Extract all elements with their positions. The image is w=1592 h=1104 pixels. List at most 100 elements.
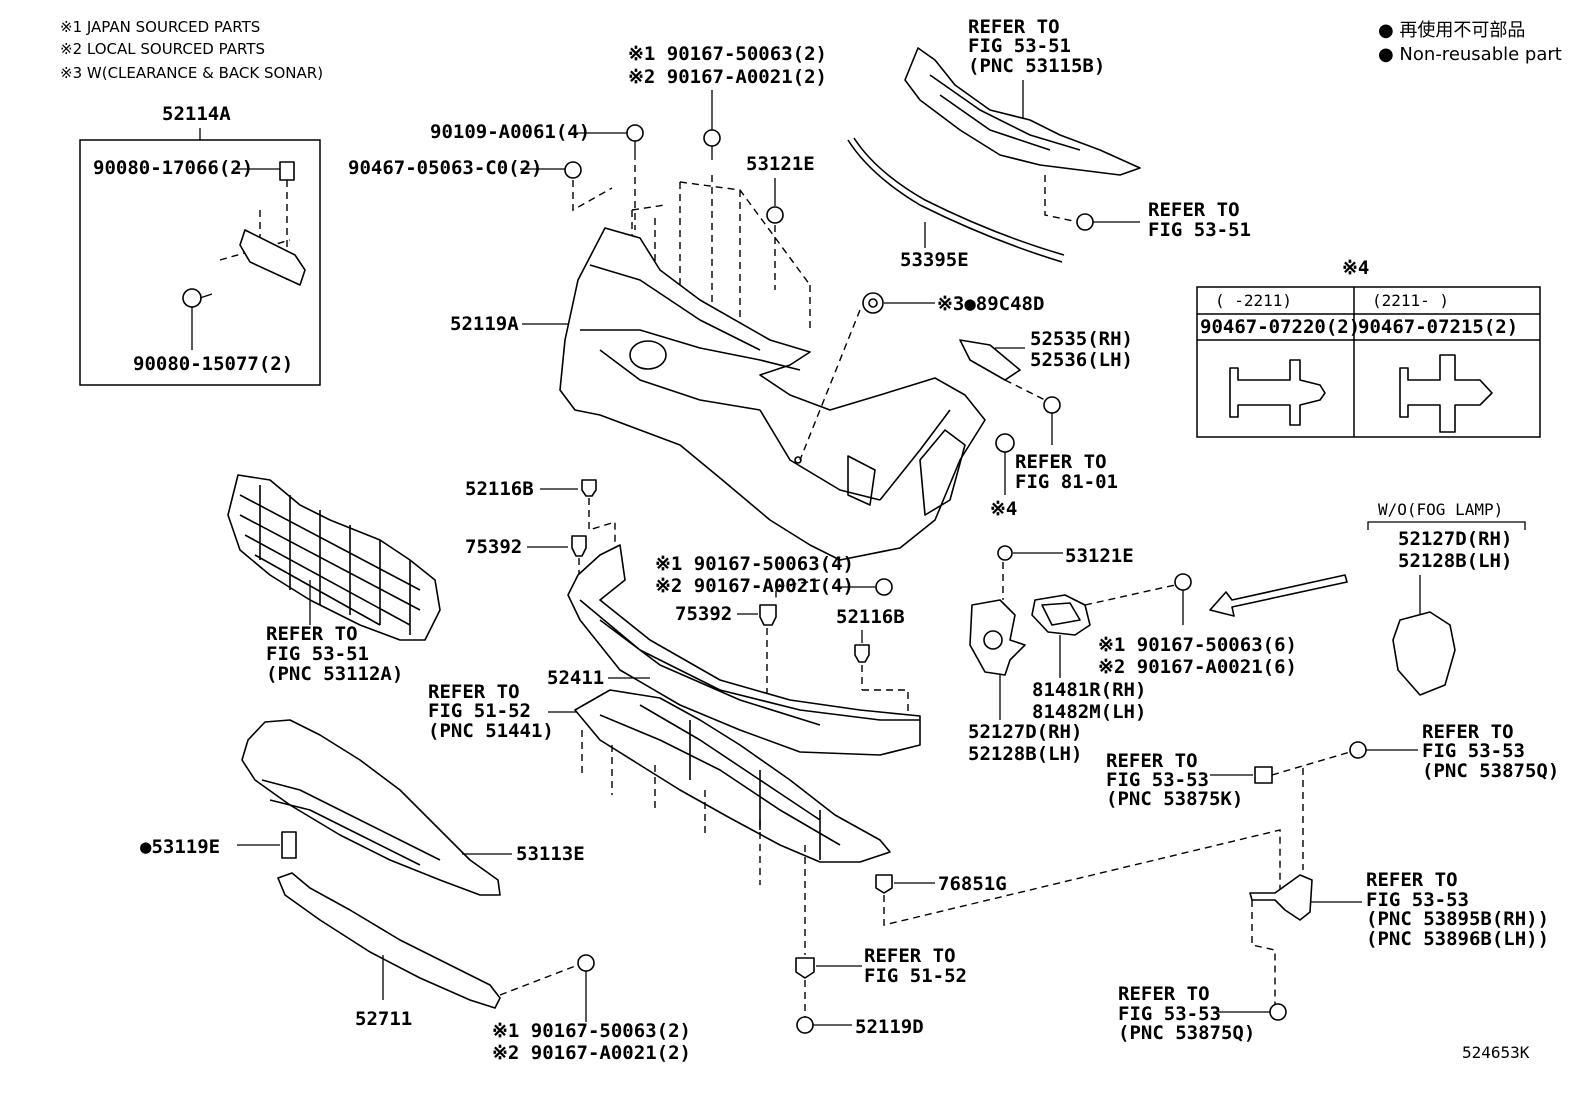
ref-grille-a: REFER TO [266,623,358,645]
ref-5351-a: REFER TO [968,16,1060,38]
ref-5353k-c: (PNC 53875K) [1106,788,1243,810]
label-75392-a: 75392 [465,536,522,558]
clip-part [279,161,295,181]
label-76851G: 76851G [938,873,1007,895]
inset-title: 52114A [162,103,231,125]
clip-table [1196,286,1541,438]
bracket-53895B [1249,874,1313,921]
label-75392-b: 75392 [675,603,732,625]
ref-5351b-a: REFER TO [1148,199,1240,221]
label-right-2: ※2 90167-A0021(6) [1098,656,1297,678]
note-japan: ※1 JAPAN SOURCED PARTS [60,18,260,36]
label-bot-2: ※2 90167-A0021(2) [492,1042,691,1064]
inset-box [79,139,321,386]
table-col1-part: 90467-07220(2) [1200,316,1360,338]
fog-cover [1392,611,1456,696]
ref-5353q2-b: FIG 53-53 [1118,1003,1221,1025]
label-81482M: 81482M(LH) [1032,701,1146,723]
ref-5353q-c: (PNC 53875Q) [1422,760,1559,782]
inset-bolt-label: 90080-15077(2) [133,353,293,375]
ref-grille-b: FIG 53-51 [266,643,369,665]
diagram-code: 524653K [1462,1043,1530,1062]
ref-5351-b: FIG 53-51 [968,35,1071,57]
ref-5353q2-c: (PNC 53875Q) [1118,1022,1255,1044]
label-90109: 90109-A0061(4) [430,121,590,143]
ref-5152b-b: FIG 51-52 [864,965,967,987]
legend-jp: ● 再使用不可部品 [1378,20,1525,41]
label-wo-fog: W/O(FOG LAMP) [1378,500,1503,519]
label-top-1: ※1 90167-50063(2) [628,43,827,65]
note-sonar: ※3 W(CLEARANCE & BACK SONAR) [60,64,323,82]
ref-5353k-b: FIG 53-53 [1106,769,1209,791]
ref-5353q2-a: REFER TO [1118,983,1210,1005]
label-53119E: ●53119E [140,836,220,858]
molding-53395E [847,139,1063,263]
table-col2-part: 90467-07215(2) [1358,316,1518,338]
table-col2-head: (2211- ) [1372,291,1449,310]
lower-grille-53113E [241,719,501,896]
label-top-2: ※2 90167-A0021(2) [628,66,827,88]
bracket-52535 [959,339,1021,381]
lamp-bracket-52127D [969,599,1026,676]
lamp-cover-81481 [1031,594,1091,636]
label-81481R: 81481R(RH) [1032,679,1146,701]
ref-5353k-a: REFER TO [1106,750,1198,772]
label-52535: 52535(RH) [1030,328,1133,350]
label-90467-05063: 90467-05063-C0(2) [348,157,542,179]
table-mark: ※4 [1342,257,1369,279]
arrow [1209,574,1348,617]
ref-5353b-c: (PNC 53895B(RH)) [1366,908,1549,930]
ref-5353b-a: REFER TO [1366,869,1458,891]
ref-5152b-a: REFER TO [864,945,956,967]
label-52116B-b: 52116B [836,606,905,628]
legend-en: ● Non-reusable part [1378,44,1562,65]
ref-5351b-b: FIG 53-51 [1148,219,1251,241]
label-bot-1: ※1 90167-50063(2) [492,1020,691,1042]
label-89C48D: ※3●89C48D [937,293,1044,315]
label-52119A: 52119A [450,313,519,335]
ref-5152-b: FIG 51-52 [428,700,531,722]
label-53113E: 53113E [516,843,585,865]
bracket-part [239,229,306,286]
ref-5152-c: (PNC 51441) [428,720,554,742]
ref-5353q-a: REFER TO [1422,721,1514,743]
label-52536: 52536(LH) [1030,349,1133,371]
ref-5353q-b: FIG 53-53 [1422,740,1525,762]
ref-8101-a: REFER TO [1015,451,1107,473]
label-52128B-a: 52128B(LH) [968,743,1082,765]
label-52711: 52711 [355,1008,412,1030]
plate-53119E [281,831,297,859]
ref-5351-c: (PNC 53115B) [968,55,1105,77]
clip-new [1399,354,1493,433]
bumper-cover-upper [559,227,986,561]
label-52127D-a: 52127D(RH) [968,721,1082,743]
inset-bolt [182,288,202,308]
ref-5353b-d: (PNC 53896B(LH)) [1366,928,1549,950]
spoiler-52711 [277,872,501,1009]
label-53121E-top: 53121E [746,153,815,175]
table-col1-head: ( -2211) [1215,291,1292,310]
label-53121E-mid: 53121E [1065,545,1134,567]
inset-clip-label: 90080-17066(2) [93,157,253,179]
label-52128B-b: 52128B(LH) [1398,550,1512,572]
clip-89C48D [862,292,884,314]
label-52411: 52411 [547,667,604,689]
label-52127D-b: 52127D(RH) [1398,528,1512,550]
label-right-1: ※1 90167-50063(6) [1098,634,1297,656]
ref-8101-b: FIG 81-01 [1015,471,1118,493]
bumper-retainer [904,47,1141,176]
label-mid-1: ※1 90167-50063(4) [655,553,854,575]
note-local: ※2 LOCAL SOURCED PARTS [60,40,265,58]
label-mid-2: ※2 90167-A0021(4) [655,575,854,597]
ref-5353b-b: FIG 53-53 [1366,889,1469,911]
label-52119D: 52119D [855,1016,924,1038]
engine-undercover [574,689,891,863]
clip-old [1229,359,1326,426]
ref-grille-c: (PNC 53112A) [266,663,403,685]
label-52116B-a: 52116B [465,478,534,500]
lower-bumper-52411 [567,544,921,756]
label-53395E: 53395E [900,249,969,271]
label-x4: ※4 [990,498,1017,520]
